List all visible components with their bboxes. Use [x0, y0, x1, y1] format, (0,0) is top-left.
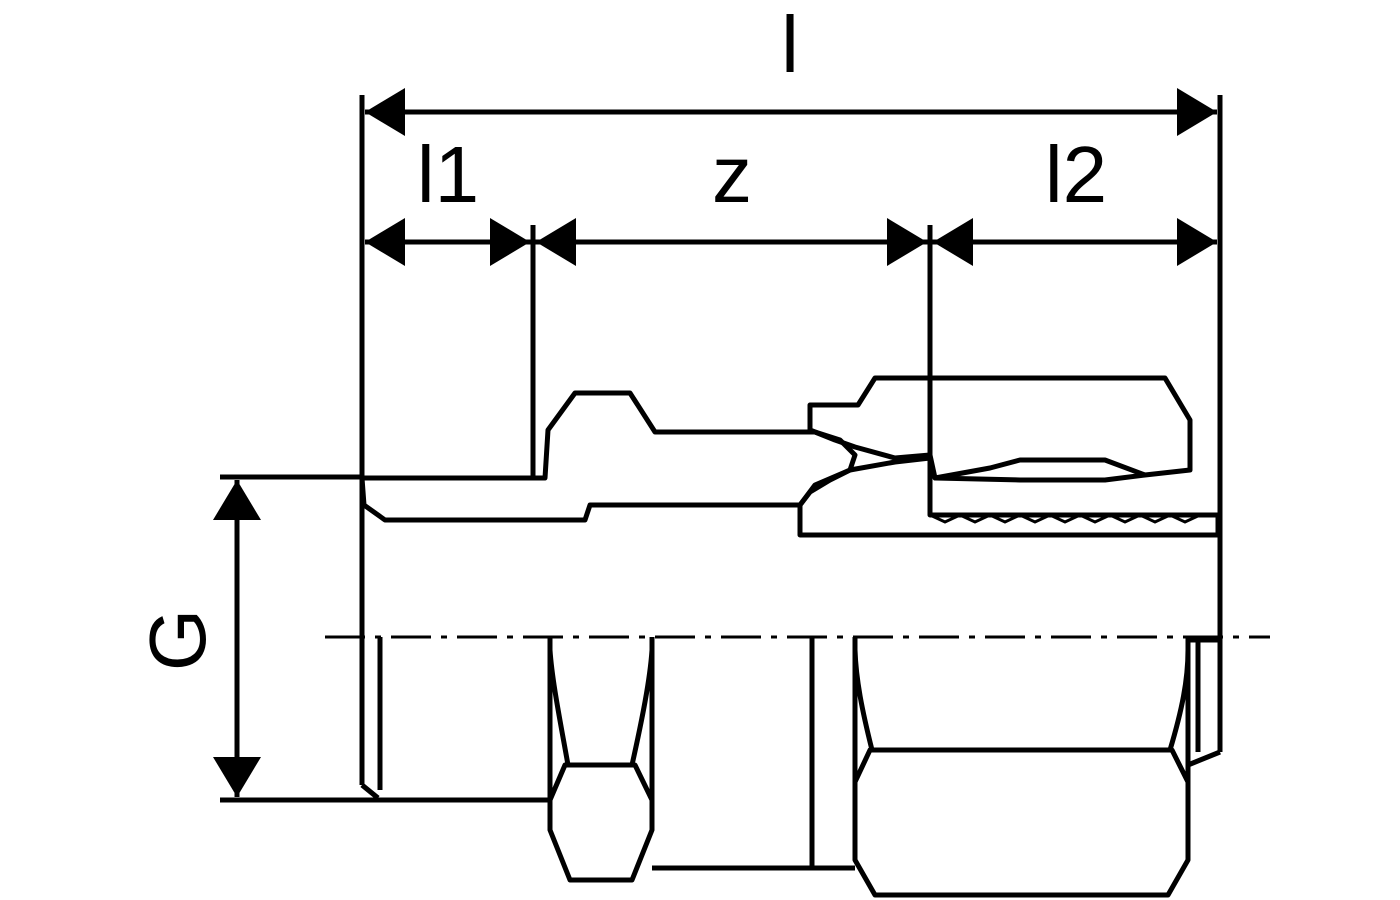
hex-right [852, 637, 1191, 898]
insert-section [797, 455, 1221, 538]
arrow-up-icon [213, 480, 261, 520]
arrow-icon [933, 218, 973, 266]
arrow-icon [1177, 218, 1217, 266]
dimension-g: G [133, 474, 465, 803]
arrow-icon [536, 218, 576, 266]
insert-teeth [929, 513, 1201, 524]
label-l2: l2 [1045, 130, 1107, 219]
arrow-icon [887, 218, 927, 266]
pipe-chamfer [360, 783, 380, 800]
body-section [359, 390, 858, 523]
label-z: z [712, 130, 752, 219]
label-l1: l1 [417, 130, 479, 219]
nut-section [807, 375, 1193, 481]
dimension-l: l [359, 0, 1223, 785]
hex-left [547, 637, 655, 883]
dimension-chain: l1 z l2 [365, 130, 1217, 515]
ring-inner-line [934, 472, 1146, 483]
outer-view [360, 637, 1221, 898]
arrow-icon [490, 218, 530, 266]
label-l: l [781, 0, 799, 89]
arrow-icon [365, 218, 405, 266]
label-g: G [133, 609, 222, 671]
arrow-down-icon [213, 757, 261, 797]
sleeve-bottom [1187, 749, 1221, 768]
arrow-right-icon [1177, 88, 1217, 136]
arrow-left-icon [365, 88, 405, 136]
